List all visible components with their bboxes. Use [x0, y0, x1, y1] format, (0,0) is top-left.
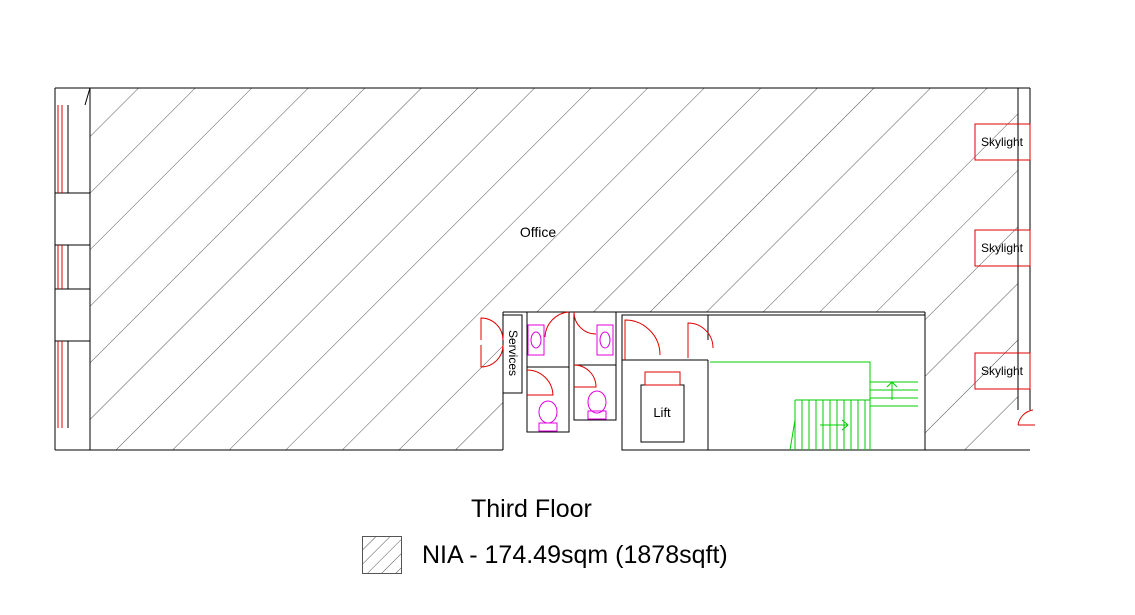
outer-walls [54, 87, 1031, 451]
left-facade [54, 105, 91, 428]
wc-left-fixtures [527, 324, 558, 432]
skylight-label-1: Skylight [981, 135, 1024, 149]
legend-label: NIA - 174.49sqm (1878sqft) [422, 540, 728, 569]
stairs [710, 361, 918, 451]
wc-left [526, 311, 570, 433]
floor-title: Third Floor [471, 495, 592, 523]
skylight-label-3: Skylight [981, 364, 1024, 378]
left-windows [57, 105, 63, 428]
services-label: Services [506, 330, 520, 376]
right-door [1017, 409, 1035, 426]
legend: NIA - 174.49sqm (1878sqft) [362, 535, 728, 575]
skylight-boxes [974, 123, 1031, 390]
skylight-label-2: Skylight [981, 241, 1024, 255]
wc-right-doors [573, 311, 597, 388]
nia-hatch-area [90, 88, 1018, 450]
wc-right [573, 311, 617, 421]
lobby-doors [624, 319, 714, 386]
office-label: Office [520, 224, 557, 240]
wc-right-fixtures [587, 324, 614, 420]
legend-hatch-swatch [362, 536, 402, 574]
lift-core-walls [621, 314, 926, 451]
lift-label: Lift [653, 405, 671, 420]
wc-left-doors [526, 311, 570, 396]
services-cupboard [480, 314, 523, 394]
